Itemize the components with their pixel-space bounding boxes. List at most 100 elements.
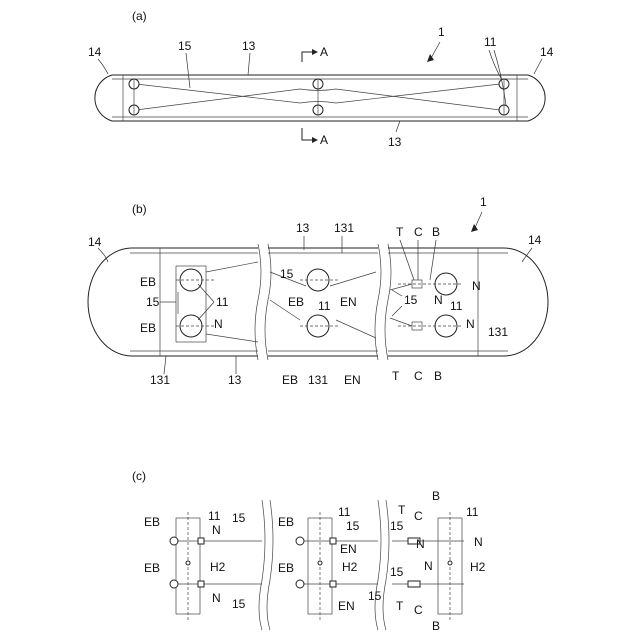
ref-13-bottom: 13: [388, 135, 402, 149]
leader-line: [186, 53, 190, 88]
section-marker-top: [302, 52, 312, 62]
label-EN-2: EN: [338, 599, 355, 613]
panel-a-label: (a): [132, 9, 147, 23]
ref-15-f: 15: [390, 565, 404, 579]
panel-a: (a) A A 14: [88, 9, 554, 149]
label-N-3: N: [416, 537, 425, 551]
nut-icon: [198, 581, 204, 587]
label-B-bottom: B: [432, 619, 440, 633]
nut-icon: [330, 581, 336, 587]
label-N-2: N: [472, 279, 481, 293]
leader-line: [400, 240, 414, 280]
label-T-top: T: [398, 503, 406, 517]
ref-14-right: 14: [528, 233, 542, 247]
ref-11: 11: [484, 35, 497, 49]
ref-1: 1: [438, 25, 445, 39]
section-label-top: A: [320, 45, 328, 59]
label-H2-3: H2: [470, 560, 486, 574]
end-ball-icon: [170, 537, 178, 545]
ref-11-mid: 11: [318, 299, 331, 313]
end-ball-icon: [170, 580, 178, 588]
leader-line: [98, 59, 108, 74]
label-EB-3: EB: [278, 515, 294, 529]
break-line: [385, 244, 391, 360]
label-B-top: B: [432, 489, 440, 503]
label-T-top: T: [396, 225, 404, 239]
section-arrow-icon: [312, 137, 318, 143]
ref-15-a: 15: [232, 511, 246, 525]
break-line: [383, 500, 389, 630]
hole-icon: [318, 561, 322, 565]
hole-icon: [186, 561, 190, 565]
label-N-4: N: [466, 317, 475, 331]
label-T-bottom: T: [392, 369, 400, 383]
ref-13-bottom: 13: [228, 373, 242, 387]
pulley-group: [129, 79, 509, 115]
label-C-top: C: [414, 509, 423, 523]
ref-131-mid: 131: [308, 373, 328, 387]
label-EN-1: EN: [340, 295, 357, 309]
break-line: [265, 244, 271, 360]
ref-15-e: 15: [390, 519, 404, 533]
label-B-top: B: [432, 225, 440, 239]
label-H2-1: H2: [210, 560, 226, 574]
hole-icon: [448, 561, 452, 565]
ref-15-mid: 15: [280, 267, 294, 281]
label-N-4: N: [474, 535, 483, 549]
ref-15-b: 15: [232, 597, 246, 611]
label-C-bottom: C: [414, 603, 423, 617]
label-B-bottom: B: [434, 369, 442, 383]
label-EB-2: EB: [140, 321, 156, 335]
label-N-2: N: [212, 591, 221, 605]
wire: [206, 334, 258, 342]
ref-11-right: 11: [450, 299, 463, 313]
ref-13-top: 13: [242, 39, 256, 53]
leader-line: [248, 53, 250, 75]
ref-13-top: 13: [296, 221, 310, 235]
ref-131-right: 131: [488, 325, 508, 339]
ref-11-mid: 11: [338, 505, 351, 519]
tension-member: [408, 581, 420, 587]
ref-15-d: 15: [368, 589, 382, 603]
leader-line: [430, 240, 436, 280]
label-T-bottom: T: [396, 599, 404, 613]
leader-line: [522, 248, 532, 262]
nut-icon: [198, 538, 204, 544]
label-N-1: N: [214, 317, 223, 331]
panel-b-label: (b): [132, 202, 147, 216]
label-N-1: N: [212, 523, 221, 537]
break-line: [267, 500, 273, 630]
ref-131-left: 131: [150, 373, 170, 387]
section-marker-bottom: [302, 128, 312, 140]
label-EB-1: EB: [144, 515, 160, 529]
leader-line: [392, 290, 402, 316]
label-N-3: N: [434, 293, 443, 307]
label-C-top: C: [414, 225, 423, 239]
break-line: [375, 500, 381, 630]
nut-icon: [330, 538, 336, 544]
break-line: [259, 500, 265, 630]
ref-15: 15: [178, 39, 192, 53]
ref-14-left: 14: [88, 235, 102, 249]
arrow-icon: [471, 224, 478, 232]
end-ball-icon: [296, 580, 304, 588]
leader-line: [164, 356, 166, 374]
label-EB-4: EB: [282, 373, 298, 387]
end-ball-icon: [296, 537, 304, 545]
wire: [206, 262, 258, 272]
ref-11-left: 11: [216, 295, 229, 309]
label-C-bottom: C: [414, 369, 423, 383]
ref-1: 1: [480, 195, 487, 209]
break-line: [255, 244, 261, 360]
ref-15-left: 15: [146, 295, 160, 309]
ref-15-c: 15: [346, 519, 360, 533]
label-EB-4: EB: [278, 561, 294, 575]
ref-131-top: 131: [334, 221, 354, 235]
leader-line: [98, 248, 108, 262]
ref-15-right: 15: [404, 293, 418, 307]
panel-c: (c) EB 11 15: [132, 469, 486, 633]
section-label-bottom: A: [320, 133, 328, 147]
label-H2-2: H2: [342, 560, 358, 574]
ref-11-left: 11: [208, 509, 221, 523]
